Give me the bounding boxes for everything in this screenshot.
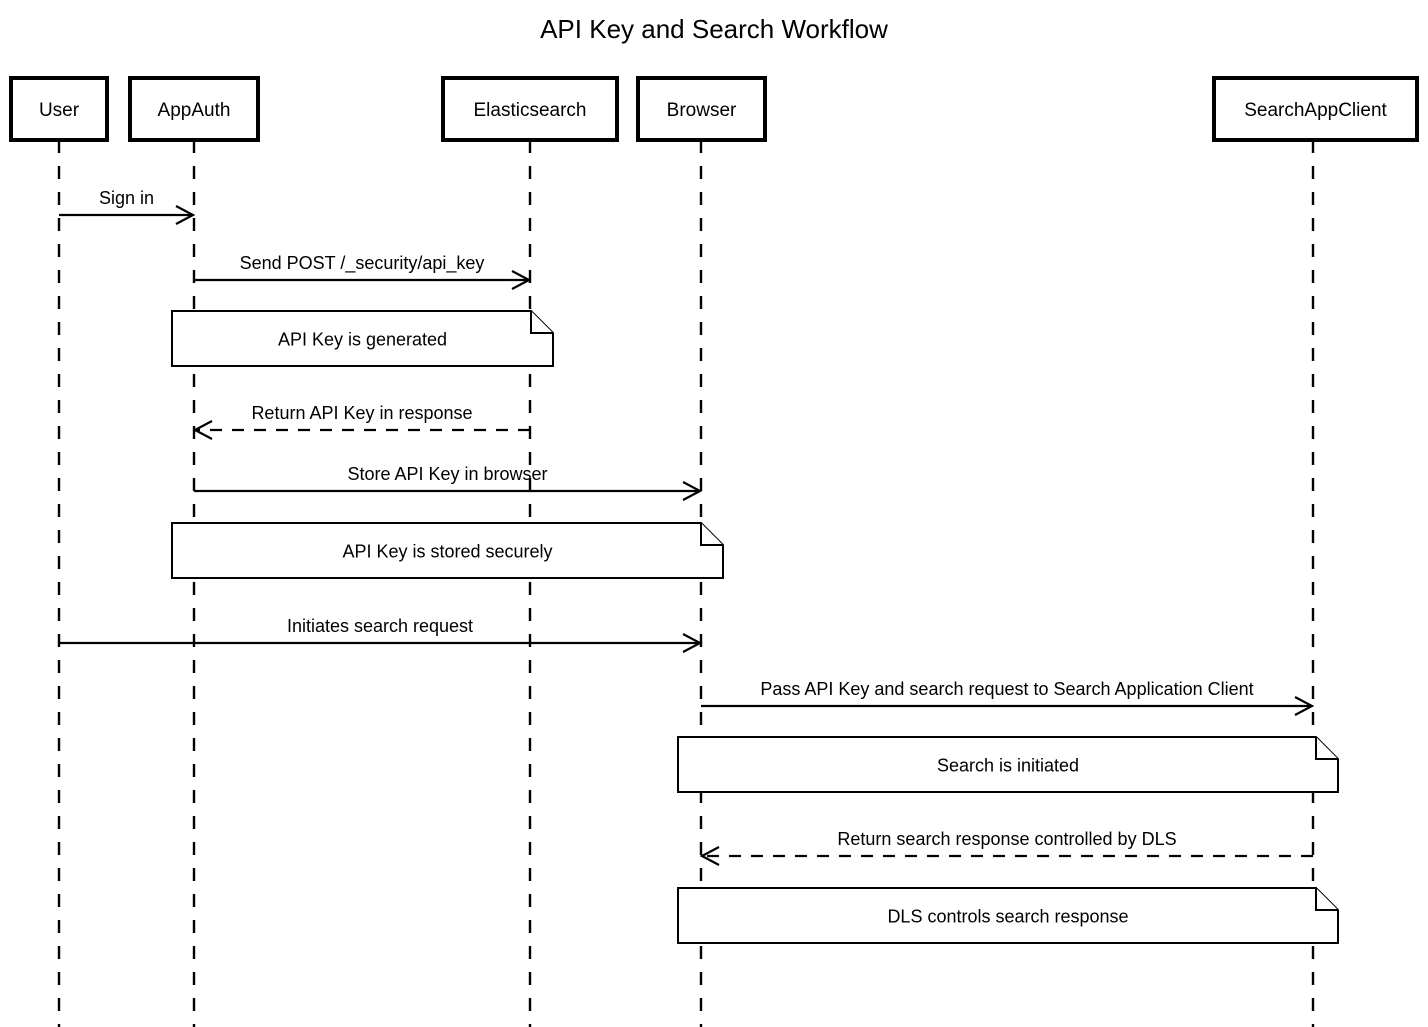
participant-label-elasticsearch: Elasticsearch — [474, 100, 587, 121]
note-label-n2: API Key is stored securely — [342, 542, 552, 562]
message-m3[interactable]: Return API Key in response — [192, 403, 530, 440]
note-n1[interactable]: API Key is generated — [171, 310, 554, 367]
message-m4[interactable]: Store API Key in browser — [194, 464, 703, 501]
participant-label-browser: Browser — [667, 100, 737, 121]
participant-box-appauth — [128, 76, 260, 142]
note-n4[interactable]: DLS controls search response — [677, 887, 1339, 944]
participants-group: User AppAuth Elasticsearch Browser SearchApp… — [9, 76, 1419, 142]
message-label-m3: Return API Key in response — [251, 403, 472, 423]
participant-label-appauth: AppAuth — [158, 100, 231, 121]
note-n2[interactable]: API Key is stored securely — [171, 522, 724, 579]
participant-box-elasticsearch — [441, 76, 619, 142]
participant-browser[interactable]: Browser — [636, 76, 767, 142]
participant-elasticsearch[interactable]: Elasticsearch — [441, 76, 619, 142]
messages-group: Sign in Send POST /_security/api_keyRetur… — [59, 188, 1315, 866]
participant-box-searchappclient — [1212, 76, 1419, 142]
note-shape-n1 — [171, 310, 554, 367]
note-shape-n2 — [171, 522, 724, 579]
message-m5[interactable]: Initiates search request — [59, 616, 703, 653]
message-m7[interactable]: Return search response controlled by DLS — [699, 829, 1313, 866]
arrowhead-m5 — [682, 633, 703, 653]
arrowhead-m1 — [175, 205, 196, 225]
message-label-m7: Return search response controlled by DLS — [837, 829, 1176, 849]
participant-box-user — [9, 76, 109, 142]
message-label-m1: Sign in — [99, 188, 154, 208]
note-shape-n3 — [677, 736, 1339, 793]
note-shape-n4 — [677, 887, 1339, 944]
note-fold-corner-n1 — [530, 311, 553, 334]
note-fold-corner-n4 — [1315, 888, 1338, 911]
participant-label-user: User — [39, 100, 80, 121]
message-label-m6: Pass API Key and search request to Searc… — [760, 679, 1253, 699]
participant-appauth[interactable]: AppAuth — [128, 76, 260, 142]
message-label-m2: Send POST /_security/api_key — [240, 253, 485, 274]
participant-searchappclient[interactable]: SearchAppClient — [1212, 76, 1419, 142]
arrowhead-m2 — [511, 270, 532, 290]
participant-user[interactable]: User — [9, 76, 109, 142]
note-n3[interactable]: Search is initiated — [677, 736, 1339, 793]
participant-box-browser — [636, 76, 767, 142]
participant-label-searchappclient: SearchAppClient — [1244, 100, 1387, 121]
message-label-m4: Store API Key in browser — [347, 464, 547, 484]
message-m6[interactable]: Pass API Key and search request to Searc… — [701, 679, 1315, 716]
message-label-m5: Initiates search request — [287, 616, 473, 636]
arrowhead-m7 — [699, 846, 720, 866]
message-m2[interactable]: Send POST /_security/api_key — [194, 253, 532, 290]
arrowhead-m3 — [192, 420, 213, 440]
arrowhead-m4 — [682, 481, 703, 501]
diagram-title-group: API Key and Search Workflow — [540, 14, 888, 44]
note-fold-corner-n2 — [700, 523, 723, 546]
message-m1[interactable]: Sign in — [59, 188, 196, 225]
note-label-n3: Search is initiated — [937, 756, 1079, 776]
note-fold-corner-n3 — [1315, 737, 1338, 760]
note-label-n1: API Key is generated — [278, 330, 447, 350]
note-label-n4: DLS controls search response — [887, 907, 1128, 927]
diagram-title: API Key and Search Workflow — [540, 14, 888, 44]
lifelines-group — [57, 140, 1315, 1027]
arrowhead-m6 — [1294, 696, 1315, 716]
